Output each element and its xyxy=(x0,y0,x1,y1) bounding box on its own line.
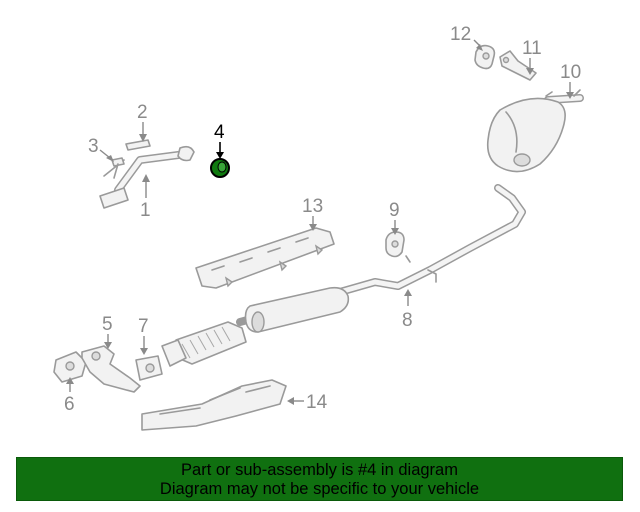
footer-line-part-number: Part or sub-assembly is #4 in diagram xyxy=(181,461,458,479)
part-8-intermediate-pipe[interactable] xyxy=(336,184,526,296)
part-11-hanger-bracket[interactable] xyxy=(499,50,537,81)
part-5-flange-pipe[interactable] xyxy=(81,345,141,393)
callout-9: 9 xyxy=(389,200,400,235)
part-12-hanger-insulator[interactable] xyxy=(474,44,496,70)
callout-2: 2 xyxy=(137,102,148,142)
resonator-pipe-assembly[interactable] xyxy=(161,286,350,367)
callout-6: 6 xyxy=(64,377,75,415)
svg-text:12: 12 xyxy=(450,24,471,45)
footer-notice-banner: Part or sub-assembly is #4 in diagram Di… xyxy=(16,457,623,501)
footer-line-disclaimer: Diagram may not be specific to your vehi… xyxy=(159,480,480,498)
svg-text:1: 1 xyxy=(140,200,151,221)
svg-text:7: 7 xyxy=(138,316,149,337)
part-10-muffler[interactable] xyxy=(486,89,584,173)
callout-14: 14 xyxy=(287,392,328,413)
callout-13: 13 xyxy=(302,196,323,231)
callout-4: 4 xyxy=(214,122,225,159)
svg-text:11: 11 xyxy=(522,38,542,59)
exhaust-system-diagram: 1 2 3 4 5 6 7 8 9 10 xyxy=(53,24,584,431)
callout-3: 3 xyxy=(88,136,114,162)
callout-5: 5 xyxy=(102,314,113,349)
part-2-stud[interactable] xyxy=(125,139,151,151)
svg-text:14: 14 xyxy=(306,392,328,413)
svg-text:3: 3 xyxy=(88,136,99,157)
svg-text:4: 4 xyxy=(214,122,225,143)
part-13-heat-shield[interactable] xyxy=(195,227,335,289)
part-6-gasket[interactable] xyxy=(53,351,87,383)
part-9-hanger-insulator[interactable] xyxy=(385,231,405,258)
callout-10: 10 xyxy=(560,62,581,99)
callout-11: 11 xyxy=(522,38,542,75)
part-7-gasket[interactable] xyxy=(135,355,163,381)
svg-text:9: 9 xyxy=(389,200,400,221)
svg-text:8: 8 xyxy=(402,310,413,331)
callout-1: 1 xyxy=(140,174,151,221)
svg-text:13: 13 xyxy=(302,196,323,217)
callout-8: 8 xyxy=(402,289,413,331)
callout-12: 12 xyxy=(450,24,483,51)
part-14-heat-shield[interactable] xyxy=(141,379,287,431)
part-4-gasket[interactable] xyxy=(210,158,230,178)
part-3-bolt[interactable] xyxy=(111,157,125,179)
svg-text:5: 5 xyxy=(102,314,113,335)
svg-text:2: 2 xyxy=(137,102,148,123)
callout-7: 7 xyxy=(138,316,149,355)
svg-text:10: 10 xyxy=(560,62,581,83)
svg-text:6: 6 xyxy=(64,394,75,415)
